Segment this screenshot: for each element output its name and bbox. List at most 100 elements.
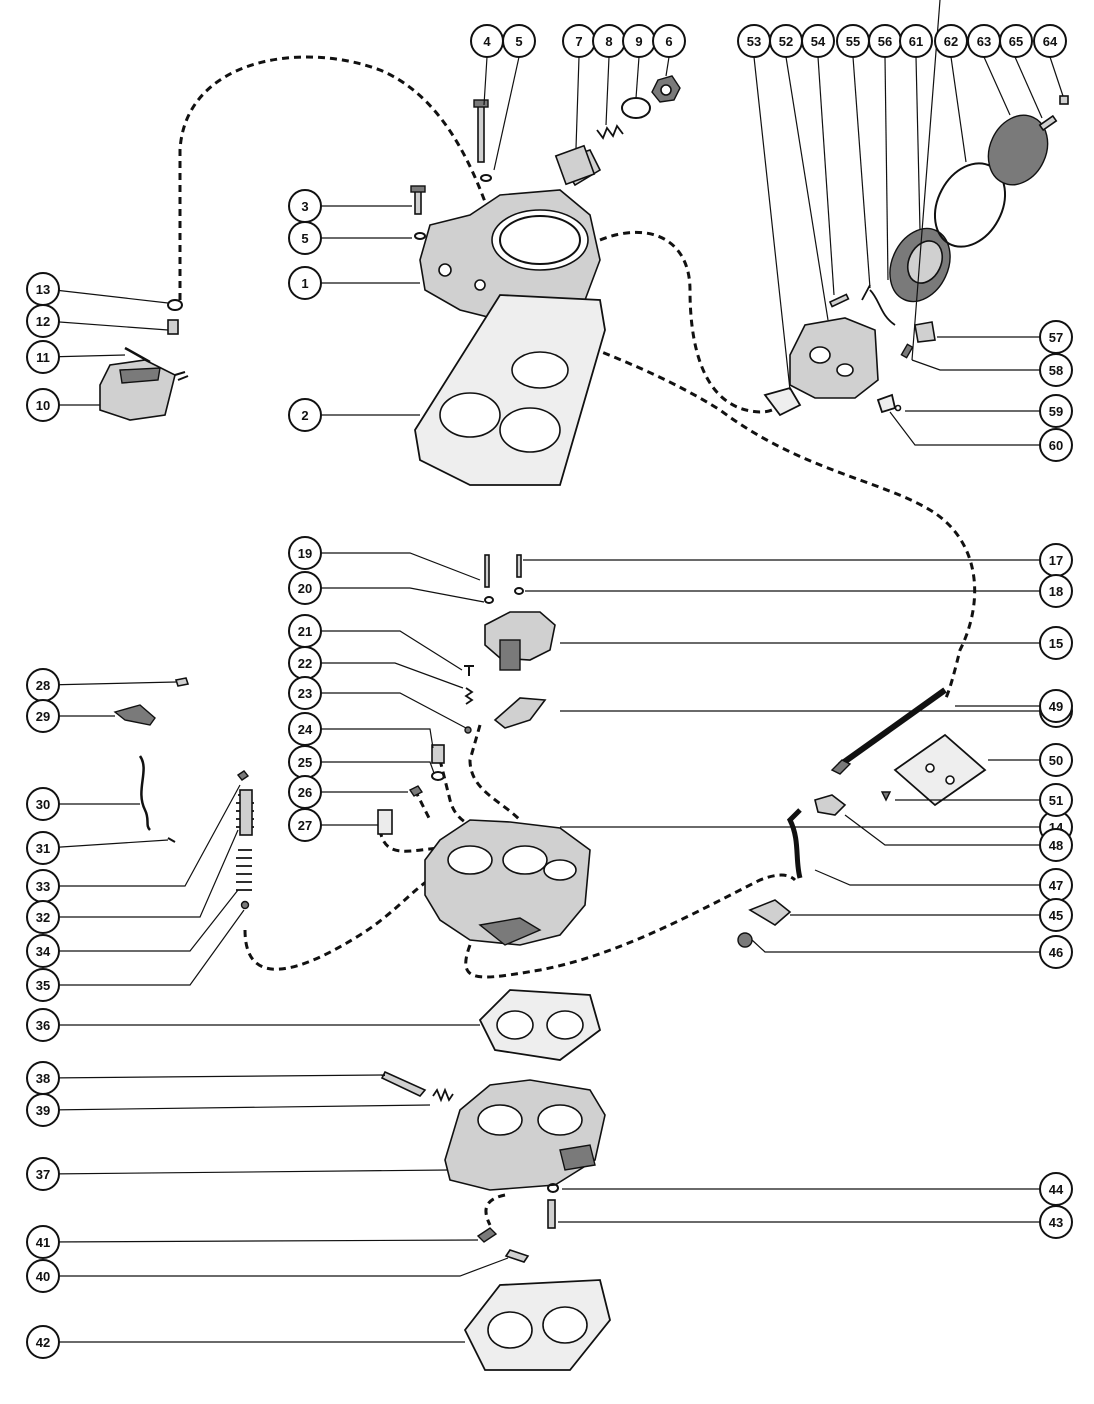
float-bowl-part-14 — [424, 819, 591, 946]
callout-label: 41 — [36, 1235, 50, 1250]
callout-35: 35 — [26, 968, 60, 1002]
callout-20: 20 — [288, 571, 322, 605]
callout-label: 38 — [36, 1071, 50, 1086]
callout-45: 45 — [1039, 898, 1073, 932]
callout-label: 61 — [909, 34, 923, 49]
callout-label: 57 — [1049, 330, 1063, 345]
callout-label: 2 — [301, 408, 308, 423]
callout-label: 62 — [944, 34, 958, 49]
callout-28: 28 — [26, 668, 60, 702]
callout-59: 59 — [1039, 394, 1073, 428]
callout-25: 25 — [288, 745, 322, 779]
callout-label: 51 — [1049, 793, 1063, 808]
throttle-parts-45-51 — [737, 687, 987, 948]
callout-label: 32 — [36, 910, 50, 925]
callout-7: 7 — [562, 24, 596, 58]
callout-55: 55 — [836, 24, 870, 58]
callout-64: 64 — [1033, 24, 1067, 58]
callout-label: 29 — [36, 709, 50, 724]
callout-44: 44 — [1039, 1172, 1073, 1206]
callout-label: 11 — [36, 350, 50, 365]
callout-label: 59 — [1049, 404, 1063, 419]
callout-label: 26 — [298, 785, 312, 800]
callout-41: 41 — [26, 1225, 60, 1259]
callout-label: 55 — [846, 34, 860, 49]
callout-11: 11 — [26, 340, 60, 374]
callout-13: 13 — [26, 272, 60, 306]
callout-label: 3 — [301, 199, 308, 214]
callout-label: 58 — [1049, 363, 1063, 378]
gasket-part-36 — [478, 989, 602, 1061]
throttle-body-part-37 — [444, 1079, 606, 1191]
callout-48: 48 — [1039, 828, 1073, 862]
callout-label: 20 — [298, 581, 312, 596]
callout-9: 9 — [622, 24, 656, 58]
callout-label: 22 — [298, 656, 312, 671]
air-horn-part-1 — [419, 189, 601, 321]
callout-label: 36 — [36, 1018, 50, 1033]
callout-label: 35 — [36, 978, 50, 993]
callout-3: 3 — [288, 189, 322, 223]
assembly-dashed-lines — [178, 55, 977, 1226]
callout-label: 28 — [36, 678, 50, 693]
callout-label: 42 — [36, 1335, 50, 1350]
callout-label: 65 — [1009, 34, 1023, 49]
callout-4: 4 — [470, 24, 504, 58]
callout-label: 18 — [1049, 584, 1063, 599]
callout-19: 19 — [288, 536, 322, 570]
callout-8: 8 — [592, 24, 626, 58]
callout-42: 42 — [26, 1325, 60, 1359]
callout-label: 1 — [301, 276, 308, 291]
callout-label: 48 — [1049, 838, 1063, 853]
callout-52: 52 — [769, 24, 803, 58]
callout-12: 12 — [26, 304, 60, 338]
callout-label: 60 — [1049, 438, 1063, 453]
callout-57: 57 — [1039, 320, 1073, 354]
callout-label: 46 — [1049, 945, 1063, 960]
callout-label: 5 — [515, 34, 522, 49]
callout-label: 21 — [298, 624, 312, 639]
callout-label: 64 — [1043, 34, 1058, 49]
callout-label: 43 — [1049, 1215, 1063, 1230]
linkage-parts-28-35 — [113, 677, 254, 910]
callout-54: 54 — [801, 24, 835, 58]
callout-label: 33 — [36, 879, 50, 894]
callout-34: 34 — [26, 934, 60, 968]
callout-label: 54 — [811, 34, 826, 49]
metering-parts-15-27 — [377, 554, 556, 835]
callout-40: 40 — [26, 1259, 60, 1293]
callout-label: 50 — [1049, 753, 1063, 768]
callout-label: 15 — [1049, 636, 1063, 651]
callout-18: 18 — [1039, 574, 1073, 608]
callout-label: 37 — [36, 1167, 50, 1182]
callout-62: 62 — [934, 24, 968, 58]
callout-61: 61 — [899, 24, 933, 58]
callout-label: 7 — [575, 34, 582, 49]
callout-50: 50 — [1039, 743, 1073, 777]
callout-63: 63 — [967, 24, 1001, 58]
callout-51: 51 — [1039, 783, 1073, 817]
callout-label: 30 — [36, 797, 50, 812]
callout-5b: 5 — [502, 24, 536, 58]
callout-26: 26 — [288, 775, 322, 809]
choke-housing-parts-10-13 — [99, 299, 189, 421]
callout-label: 45 — [1049, 908, 1063, 923]
callout-label: 63 — [977, 34, 991, 49]
callout-label: 56 — [878, 34, 892, 49]
callout-33: 33 — [26, 869, 60, 903]
callout-22: 22 — [288, 646, 322, 680]
callout-29: 29 — [26, 699, 60, 733]
callout-39: 39 — [26, 1093, 60, 1127]
callout-15: 15 — [1039, 626, 1073, 660]
callout-56: 56 — [868, 24, 902, 58]
callout-label: 6 — [665, 34, 672, 49]
callout-60: 60 — [1039, 428, 1073, 462]
callout-label: 23 — [298, 686, 312, 701]
vacuum-break-parts-52-65 — [763, 95, 1069, 417]
callout-label: 25 — [298, 755, 312, 770]
screws-washers-3-4-5 — [410, 99, 492, 240]
callout-label: 39 — [36, 1103, 50, 1118]
callout-49: 49 — [1039, 689, 1073, 723]
callout-27: 27 — [288, 808, 322, 842]
